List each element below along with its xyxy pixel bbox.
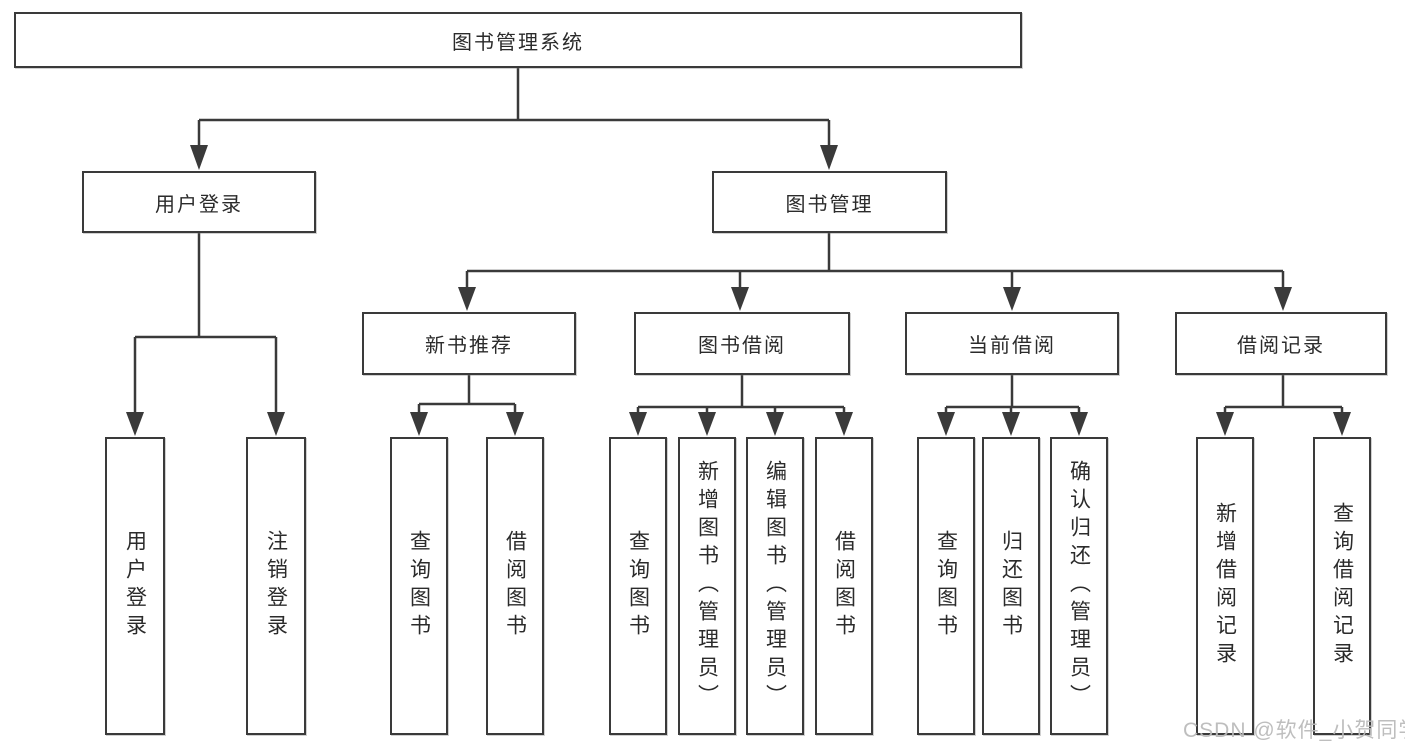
node-user-login: 用户登录	[82, 171, 316, 233]
node-label: 新增图书（管理员）	[695, 460, 719, 712]
node-library-management-system: 图书管理系统	[14, 12, 1022, 68]
node-label: 图书管理	[785, 193, 874, 216]
node-label: 查询借阅记录	[1330, 502, 1354, 670]
leaf-query-borrow-record: 查询借阅记录	[1313, 437, 1371, 735]
leaf-add-book-admin: 新增图书（管理员）	[678, 437, 736, 735]
leaf-return-books: 归还图书	[982, 437, 1040, 735]
node-label: 编辑图书（管理员）	[763, 460, 787, 712]
node-label: 查询图书	[626, 530, 650, 642]
leaf-logout: 注销登录	[246, 437, 306, 735]
node-label: 用户登录	[155, 193, 243, 216]
node-label: 借阅记录	[1237, 335, 1325, 357]
watermark: CSDN @软件_小贺同学	[1183, 719, 1405, 742]
node-label: 注销登录	[264, 530, 288, 642]
node-book-borrowing: 图书借阅	[634, 312, 850, 375]
node-new-book-recommendation: 新书推荐	[362, 312, 576, 375]
node-label: 新书推荐	[425, 335, 513, 357]
node-label: 借阅图书	[503, 530, 527, 642]
node-current-borrowing: 当前借阅	[905, 312, 1119, 375]
leaf-edit-book-admin: 编辑图书（管理员）	[746, 437, 804, 735]
node-book-management: 图书管理	[712, 171, 947, 233]
node-label: 查询图书	[934, 530, 958, 642]
node-label: 图书管理系统	[452, 31, 584, 54]
leaf-add-borrow-record: 新增借阅记录	[1196, 437, 1254, 735]
node-label: 归还图书	[999, 530, 1023, 642]
node-label: 用户登录	[123, 530, 147, 642]
leaf-borrow-books-recommend: 借阅图书	[486, 437, 544, 735]
leaf-query-books-borrowing: 查询图书	[609, 437, 667, 735]
node-borrowing-records: 借阅记录	[1175, 312, 1387, 375]
node-label: 借阅图书	[832, 530, 856, 642]
leaf-query-books-current: 查询图书	[917, 437, 975, 735]
node-label: 查询图书	[407, 530, 431, 642]
node-label: 确认归还（管理员）	[1067, 460, 1091, 712]
leaf-query-books-recommend: 查询图书	[390, 437, 448, 735]
node-label: 新增借阅记录	[1213, 502, 1237, 670]
node-label: 图书借阅	[698, 335, 786, 357]
node-label: 当前借阅	[968, 335, 1056, 357]
leaf-user-login: 用户登录	[105, 437, 165, 735]
leaf-borrow-books-borrowing: 借阅图书	[815, 437, 873, 735]
leaf-confirm-return-admin: 确认归还（管理员）	[1050, 437, 1108, 735]
